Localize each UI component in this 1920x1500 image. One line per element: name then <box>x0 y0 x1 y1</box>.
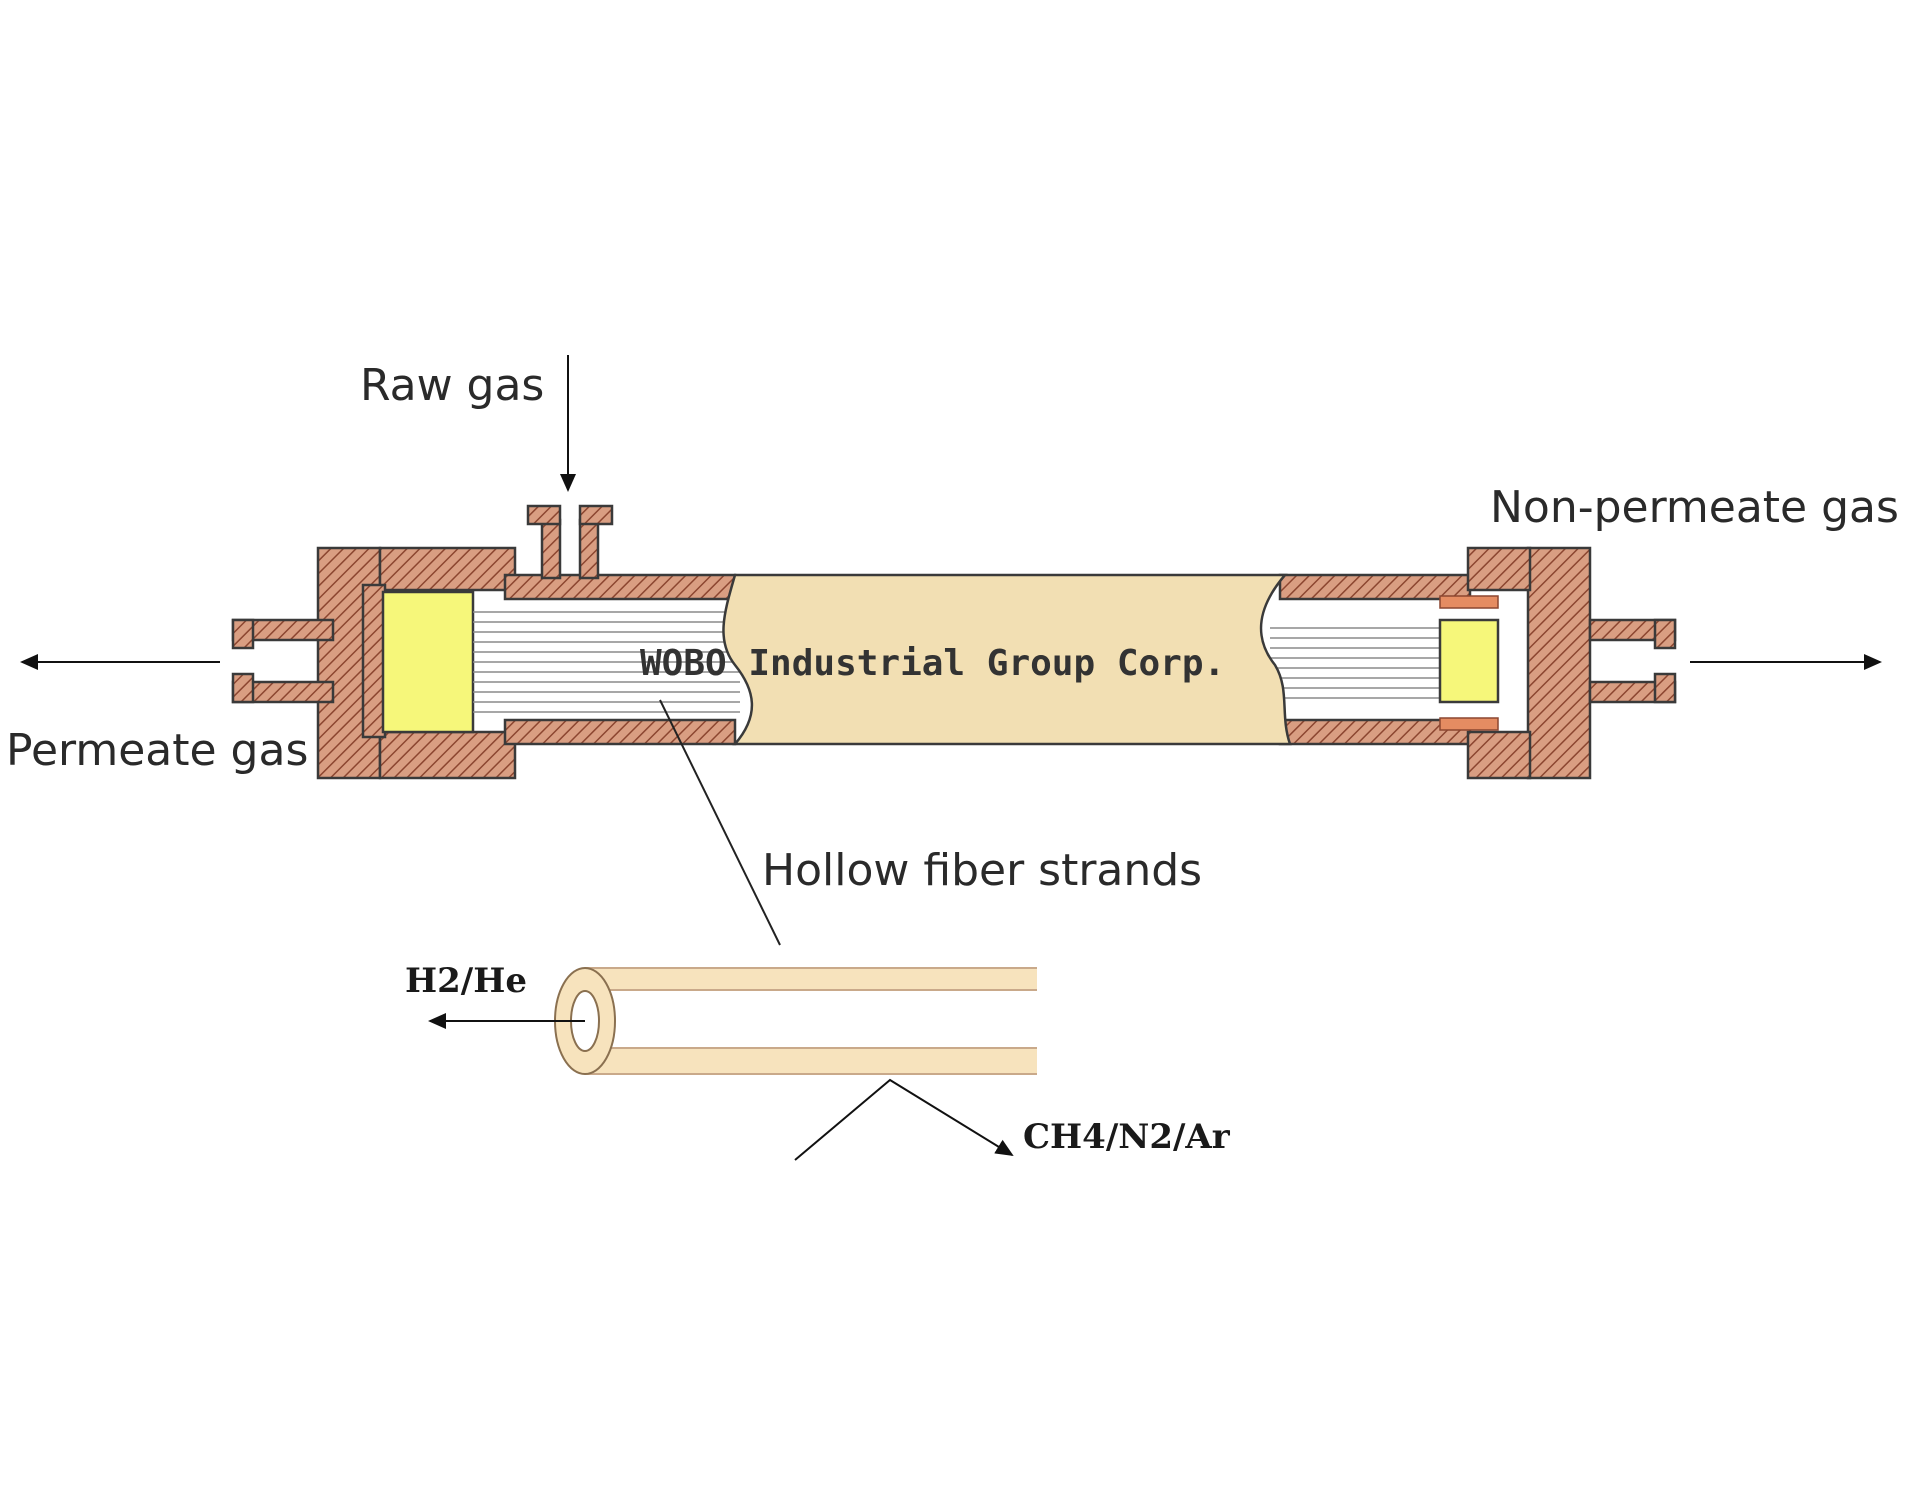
non-permeate-gas-label: Non-permeate gas <box>1490 482 1899 533</box>
fiber-leader-line <box>659 699 781 946</box>
raw-gas-label: Raw gas <box>360 360 544 411</box>
ch4-n2-ar-label: CH4/N2/Ar <box>1023 1117 1231 1157</box>
left-fiber-bundle <box>473 611 740 713</box>
h2-he-label: H2/He <box>405 961 527 1001</box>
company-watermark: WOBO Industrial Group Corp. <box>640 643 1225 684</box>
hollow-fiber-strands-label: Hollow fiber strands <box>762 845 1202 896</box>
ch4-n2-ar-arrow <box>794 1078 1014 1161</box>
right-end-cap <box>1466 546 1677 780</box>
right-fiber-bundle <box>1270 627 1440 699</box>
hollow-fiber-detail <box>554 967 1037 1075</box>
right-seal-bottom <box>1439 717 1499 731</box>
permeate-gas-label: Permeate gas <box>6 725 308 776</box>
right-seal-top <box>1439 595 1499 609</box>
fiber-bundle-core <box>722 573 1292 746</box>
right-tube-sheet <box>1438 618 1500 704</box>
shell-walls <box>503 573 1472 746</box>
raw-gas-inlet-nozzle <box>526 504 614 580</box>
left-tube-sheet <box>381 590 475 734</box>
